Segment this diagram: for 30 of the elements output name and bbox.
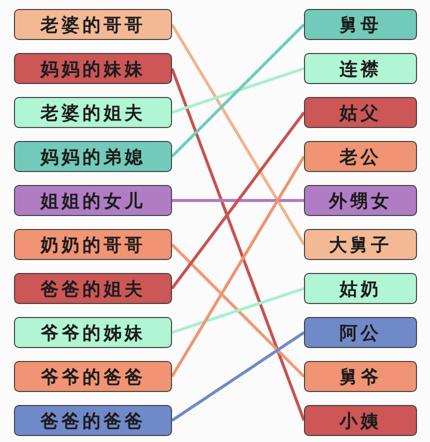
term-box: 老公 bbox=[304, 141, 417, 172]
connector-line bbox=[172, 287, 304, 334]
term-box: 妈妈的妹妹 bbox=[14, 53, 172, 84]
term-box: 爷爷的姊妹 bbox=[14, 317, 172, 348]
connector-line bbox=[171, 331, 305, 422]
connector-line bbox=[170, 23, 306, 158]
term-box: 连襟 bbox=[304, 53, 417, 84]
term-box: 爸爸的姐夫 bbox=[14, 273, 172, 304]
term-box: 大舅子 bbox=[304, 229, 417, 260]
term-box: 姑父 bbox=[304, 97, 417, 128]
term-box: 奶奶的哥哥 bbox=[14, 229, 172, 260]
term-box: 爸爸的爸爸 bbox=[14, 405, 172, 436]
term-box: 姐姐的女儿 bbox=[14, 185, 172, 216]
connector-line bbox=[170, 112, 306, 290]
term-box: 舅爷 bbox=[304, 361, 417, 392]
term-box: 外甥女 bbox=[304, 185, 417, 216]
term-box: 姑奶 bbox=[304, 273, 417, 304]
term-box: 妈妈的弟媳 bbox=[14, 141, 172, 172]
term-box: 老婆的姐夫 bbox=[14, 97, 172, 128]
term-box: 舅母 bbox=[304, 9, 417, 40]
connector-line bbox=[170, 24, 306, 246]
connector-line bbox=[170, 156, 306, 378]
term-box: 爷爷的爸爸 bbox=[14, 361, 172, 392]
term-box: 阿公 bbox=[304, 317, 417, 348]
term-box: 小姨 bbox=[304, 405, 417, 436]
term-box: 老婆的哥哥 bbox=[14, 9, 172, 40]
connector-line bbox=[172, 199, 304, 202]
connector-line bbox=[170, 243, 306, 378]
connector-line bbox=[170, 68, 306, 422]
connector-line bbox=[172, 67, 304, 114]
